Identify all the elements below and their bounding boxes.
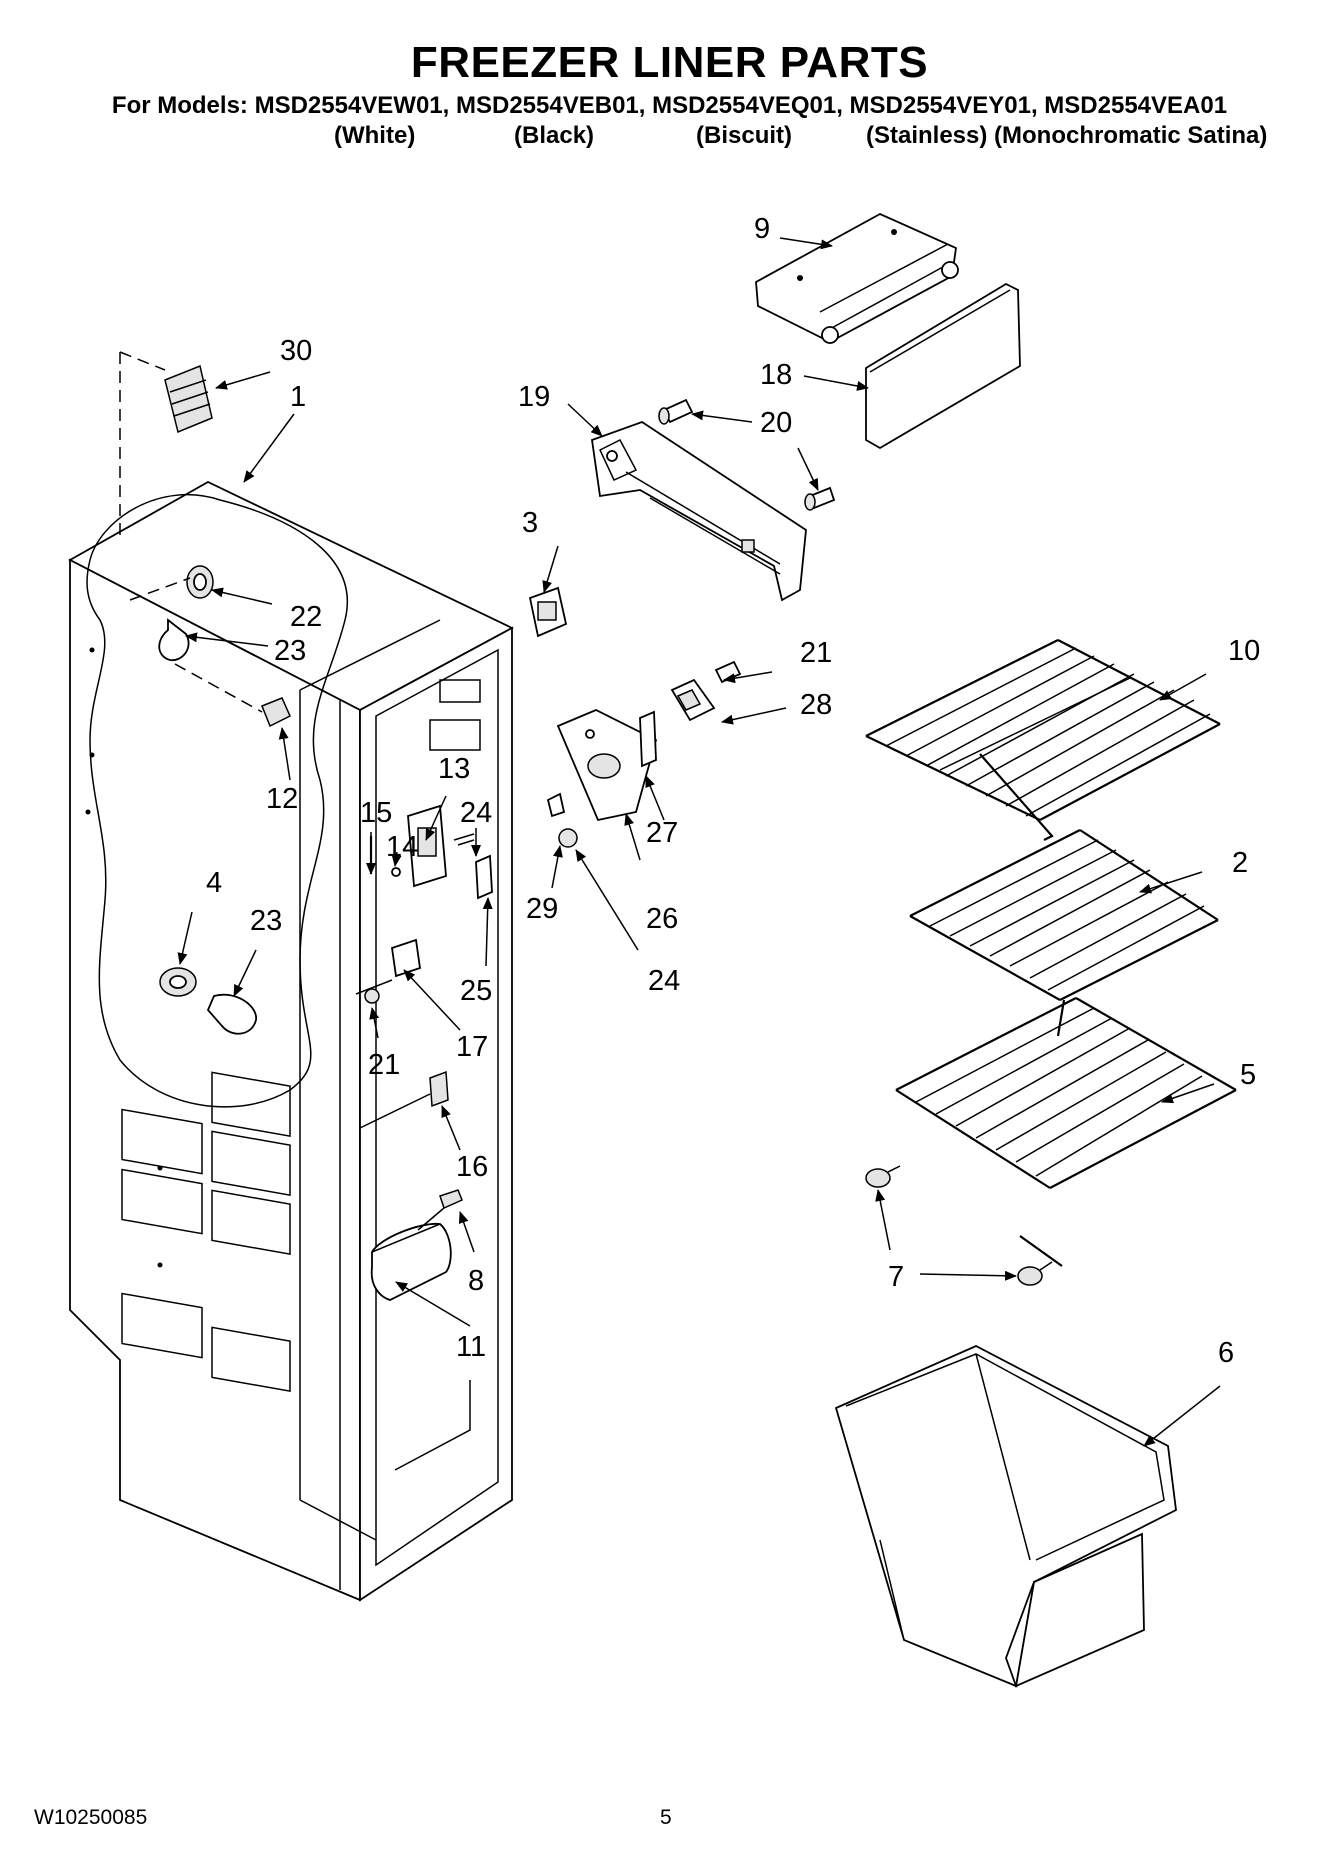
light-socket-lower — [159, 967, 197, 997]
callout-11: 11 — [456, 1331, 486, 1363]
callout-14: 14 — [386, 831, 418, 863]
callout-18: 18 — [760, 359, 792, 391]
switch-16 — [359, 1070, 449, 1129]
callout-15: 15 — [360, 797, 392, 829]
callout-24-right: 24 — [648, 965, 680, 997]
callout-12: 12 — [266, 783, 298, 815]
screw-20-lower — [804, 486, 836, 511]
shelf-10 — [865, 639, 1221, 841]
color-stainless-satina: (Stainless) (Monochromatic Satina) — [866, 122, 1268, 149]
callout-22: 22 — [290, 601, 322, 633]
bracket-3 — [528, 586, 568, 638]
end-cap-7-upper — [865, 1165, 901, 1188]
page-title: FREEZER LINER PARTS — [410, 38, 929, 87]
callout-27: 27 — [646, 817, 678, 849]
screw-20-upper — [658, 398, 694, 425]
callout-21-left: 21 — [368, 1049, 400, 1081]
shelf-support-19 — [591, 421, 807, 602]
hinge-bracket-9 — [755, 212, 959, 344]
callout-3: 3 — [522, 507, 538, 539]
shelf-5 — [895, 997, 1237, 1267]
callout-17: 17 — [456, 1031, 488, 1063]
switch-25 — [475, 854, 493, 900]
storage-bin-6 — [834, 1345, 1177, 1688]
callout-20-upper: 20 — [760, 407, 792, 439]
board-28 — [670, 660, 742, 722]
callout-26: 26 — [646, 903, 678, 935]
callout-8: 8 — [468, 1265, 484, 1297]
end-cap-7-lower — [1017, 1261, 1053, 1286]
control-housing-26 — [546, 709, 658, 848]
bracket-12 — [174, 663, 291, 728]
callout-6: 6 — [1218, 1337, 1234, 1369]
leader-lines — [177, 237, 1221, 1447]
page-number: 5 — [660, 1806, 672, 1829]
callout-21-right: 21 — [800, 637, 832, 669]
clip-30 — [164, 364, 213, 434]
color-black: (Black) — [514, 122, 595, 149]
color-biscuit: (Biscuit) — [696, 122, 792, 149]
callout-1: 1 — [290, 381, 306, 413]
callout-30: 30 — [280, 335, 312, 367]
callout-16: 16 — [456, 1151, 488, 1183]
callout-7: 7 — [888, 1261, 904, 1293]
callout-2: 2 — [1232, 847, 1248, 879]
cover-11 — [370, 1189, 463, 1301]
cover-18 — [865, 282, 1021, 450]
callout-labels: 30 1 22 23 12 13 15 14 24 4 23 25 17 21 … — [206, 213, 1260, 1369]
callout-24-left: 24 — [460, 797, 492, 829]
control-17 — [355, 938, 421, 1004]
callout-9: 9 — [754, 213, 770, 245]
callout-29: 29 — [526, 893, 558, 925]
color-white: (White) — [334, 122, 416, 149]
callout-23-upper: 23 — [274, 635, 306, 667]
callout-10: 10 — [1228, 635, 1260, 667]
freezer-liner — [68, 351, 514, 1602]
callout-19: 19 — [518, 381, 550, 413]
callout-13: 13 — [438, 753, 470, 785]
callout-5: 5 — [1240, 1059, 1256, 1091]
callout-23-lower: 23 — [250, 905, 282, 937]
model-list: For Models: MSD2554VEW01, MSD2554VEB01, … — [111, 92, 1228, 119]
callout-28: 28 — [800, 689, 832, 721]
light-bulb-upper — [158, 618, 190, 661]
callout-4: 4 — [206, 867, 222, 899]
doc-number: W10250085 — [34, 1806, 148, 1829]
callout-25: 25 — [460, 975, 492, 1007]
shelf-2 — [909, 829, 1219, 1037]
light-socket-upper — [129, 565, 214, 601]
